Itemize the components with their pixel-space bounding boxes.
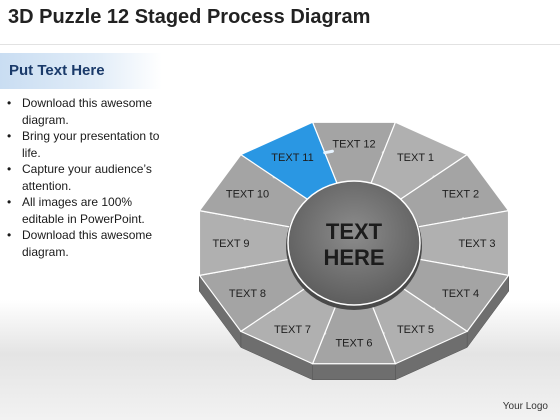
sidebar-header: Put Text Here — [0, 53, 162, 89]
bullet-item: • All images are 100% editable in PowerPo… — [6, 194, 172, 227]
bullet-item: • Download this awesome diagram. — [6, 95, 172, 128]
bullet-dot: • — [7, 228, 12, 242]
bullet-dot: • — [7, 129, 12, 143]
footer-logo: Your Logo — [502, 401, 548, 412]
stage-label: TEXT 7 — [274, 324, 311, 336]
center-hub — [287, 180, 421, 306]
connector-arrow-icon — [323, 149, 334, 155]
bullet-dot: • — [7, 162, 12, 176]
stage-label: TEXT 5 — [397, 324, 434, 336]
bullet-dot: • — [7, 96, 12, 110]
stage-label: TEXT 10 — [226, 188, 269, 200]
stage-label: TEXT 4 — [442, 288, 479, 300]
stage-label: TEXT 11 — [271, 152, 313, 164]
bullet-text: Download this awesome diagram. — [22, 228, 153, 259]
stage-label: TEXT 12 — [332, 139, 375, 151]
bullet-text: Download this awesome diagram. — [22, 96, 153, 127]
stage-label: TEXT 6 — [335, 338, 372, 350]
center-text-line2: HERE — [323, 245, 384, 270]
sidebar-header-text: Put Text Here — [9, 62, 105, 79]
stage-label: TEXT 9 — [212, 238, 249, 250]
bullet-text: Capture your audience’s attention. — [22, 162, 152, 193]
bullet-text: All images are 100% editable in PowerPoi… — [22, 195, 145, 226]
bullet-dot: • — [7, 195, 12, 209]
stage-label: TEXT 3 — [458, 238, 495, 250]
segment-side — [312, 363, 396, 380]
bullet-item: • Capture your audience’s attention. — [6, 161, 172, 194]
page-title: 3D Puzzle 12 Staged Process Diagram — [8, 6, 371, 28]
stage-label: TEXT 1 — [397, 152, 434, 164]
title-divider — [0, 44, 560, 45]
bullet-list: • Download this awesome diagram. • Bring y… — [6, 95, 172, 260]
stage-label: TEXT 8 — [229, 288, 266, 300]
bullet-item: • Download this awesome diagram. — [6, 227, 172, 260]
stage-label: TEXT 2 — [442, 188, 479, 200]
bullet-item: • Bring your presentation to life. — [6, 128, 172, 161]
center-text-line1: TEXT — [326, 219, 383, 244]
bullet-text: Bring your presentation to life. — [22, 129, 160, 160]
